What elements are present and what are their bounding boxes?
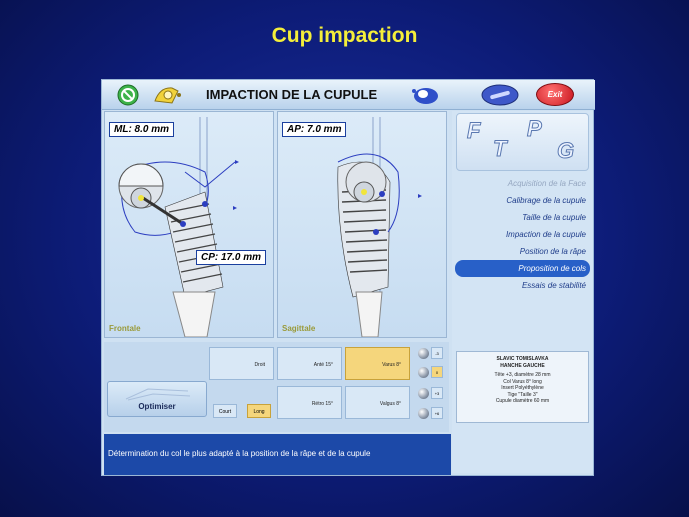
sagittal-view-label: Sagittale xyxy=(282,324,316,333)
head-offset-ball-icon xyxy=(418,408,429,419)
logo-letter-t: T xyxy=(492,136,507,162)
status-bar: Détermination du col le plus adapté à la… xyxy=(104,434,451,475)
head-offset-plus6[interactable]: +6 xyxy=(431,407,443,419)
patient-info-line3: Insert Polyéthylène xyxy=(501,385,544,391)
head-offset-ball-icon xyxy=(418,367,429,378)
frontal-hip-graphic xyxy=(118,117,239,337)
menu-item-taille[interactable]: Taille de la cupule xyxy=(522,213,586,222)
patient-info-line2: Col Varus 8° long xyxy=(503,378,542,385)
patient-info-line1: Tête +3, diamètre 28 mm xyxy=(494,372,551,378)
menu-item-impaction[interactable]: Impaction de la cupule xyxy=(505,230,586,239)
sagittal-view[interactable]: AP: 7.0 mm Sagittale xyxy=(277,111,447,338)
patient-info-line5: Cupule diamètre 60 mm xyxy=(495,398,550,404)
head-offset-ball-icon xyxy=(418,388,429,399)
optimize-label: Optimiser xyxy=(138,402,176,411)
frontal-view-label: Frontale xyxy=(109,324,141,333)
neck-option-valgus-label: Valgus 8° xyxy=(379,401,401,407)
workflow-menu: Acquisition de la Face Calibrage de la c… xyxy=(455,175,590,294)
ml-measurement: ML: 8.0 mm xyxy=(109,122,175,137)
menu-item-essais[interactable]: Essais de stabilité xyxy=(521,281,586,290)
neck-option-retro[interactable]: Rétro 15° xyxy=(277,386,342,419)
logo-letter-p: P xyxy=(527,116,543,142)
menu-item-proposition-cols[interactable]: Proposition de cols xyxy=(455,260,590,277)
optimize-icon xyxy=(125,388,191,401)
cancel-icon[interactable] xyxy=(116,83,140,107)
title-bar: IMPACTION DE LA CUPULE Exit xyxy=(102,80,595,110)
patient-name: SLAVIC TOMISLAVKA xyxy=(496,356,549,362)
edit-icon[interactable] xyxy=(480,83,520,107)
frontal-view[interactable]: ML: 8.0 mm CP: 17.0 mm Frontale xyxy=(104,111,274,338)
neck-option-retro-label: Rétro 15° xyxy=(311,401,333,407)
right-panel: F T P G Acquisition de la Face Calibrage… xyxy=(452,111,593,473)
app-window: IMPACTION DE LA CUPULE Exit xyxy=(101,79,595,476)
sagittal-hip-graphic xyxy=(337,117,422,337)
patient-info-box: SLAVIC TOMISLAVKA HANCHE GAUCHE Tête +3,… xyxy=(456,351,589,423)
neck-option-varus-label: Varus 8° xyxy=(382,362,401,368)
optimize-button[interactable]: Optimiser xyxy=(107,381,207,417)
head-offset-plus3[interactable]: +3 xyxy=(431,387,443,399)
length-court-button[interactable]: Court xyxy=(213,404,237,418)
slide-title: Cup impaction xyxy=(271,24,418,47)
menu-item-acquisition: Acquisition de la Face xyxy=(507,179,586,188)
logo-letter-g: G xyxy=(556,138,575,164)
neck-selection-panel: Optimiser Droit Anté 15° Varus 8° Court … xyxy=(104,342,449,432)
neck-option-droit[interactable]: Droit xyxy=(209,347,274,380)
neck-option-ante[interactable]: Anté 15° xyxy=(277,347,342,380)
cp-measurement: CP: 17.0 mm xyxy=(196,250,267,265)
status-text: Détermination du col le plus adapté à la… xyxy=(108,449,371,458)
length-long-button[interactable]: Long xyxy=(247,404,271,418)
neck-option-valgus[interactable]: Valgus 8° xyxy=(345,386,410,419)
navigator-icon[interactable] xyxy=(408,83,442,107)
head-offset-minus3[interactable]: -3 xyxy=(431,347,443,359)
app-title: IMPACTION DE LA CUPULE xyxy=(206,87,378,102)
neck-option-droit-label: Droit xyxy=(254,362,265,368)
patient-side: HANCHE GAUCHE xyxy=(500,362,545,369)
ftpg-logo: F T P G xyxy=(456,113,589,171)
menu-item-position-rape[interactable]: Position de la râpe xyxy=(519,247,586,256)
imaging-views: ML: 8.0 mm CP: 17.0 mm Frontale xyxy=(104,111,449,338)
ap-measurement: AP: 7.0 mm xyxy=(282,122,347,137)
head-offset-zero[interactable]: 0 xyxy=(431,366,443,378)
menu-item-calibrage[interactable]: Calibrage de la cupule xyxy=(506,196,586,205)
patient-info-line4: Tige "Taille 3" xyxy=(507,391,538,398)
logo-letter-f: F xyxy=(466,118,481,144)
head-offset-ball-icon xyxy=(418,348,429,359)
neck-option-varus[interactable]: Varus 8° xyxy=(345,347,410,380)
camera-icon[interactable] xyxy=(152,83,184,107)
exit-label: Exit xyxy=(547,90,563,99)
neck-option-ante-label: Anté 15° xyxy=(313,362,333,368)
exit-button[interactable]: Exit xyxy=(536,83,574,106)
